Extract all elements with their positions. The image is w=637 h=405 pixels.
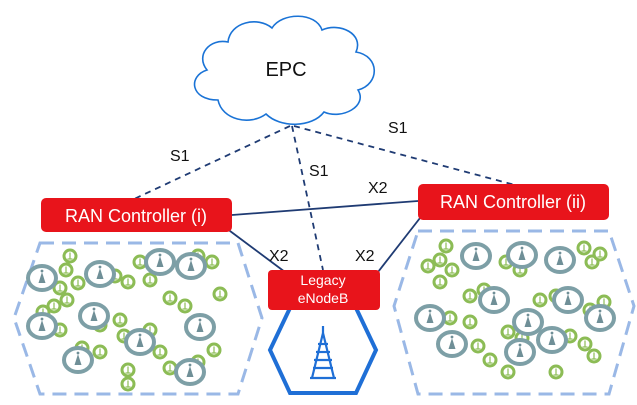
ran-cluster-left (12, 241, 264, 396)
legacy-enodeb-cell (267, 306, 379, 395)
x2-label-top: X2 (368, 180, 388, 197)
epc-label: EPC (265, 59, 306, 81)
x2-label-left: X2 (269, 248, 289, 265)
x2-link-left (225, 227, 286, 273)
s1-label-center: S1 (309, 163, 329, 180)
s1-label-right: S1 (388, 120, 408, 137)
cluster-boundary-left (12, 241, 264, 396)
s1-label-left: S1 (170, 148, 190, 165)
x2-link-right (377, 217, 421, 273)
x2-link-top (231, 200, 419, 216)
epc-cloud: EPC (193, 15, 375, 125)
x2-label-right: X2 (355, 248, 375, 265)
ran-controller-left-label: RAN Controller (i) (65, 206, 207, 226)
cloud-icon (193, 15, 375, 125)
cluster-boundary-right (392, 229, 636, 396)
ran-cluster-right (392, 229, 636, 396)
ran-controller-right[interactable]: RAN Controller (ii) (418, 184, 609, 220)
legacy-enodeb[interactable]: Legacy eNodeB (268, 270, 380, 310)
ran-controller-left[interactable]: RAN Controller (i) (41, 198, 232, 232)
s1-link-right (293, 125, 516, 186)
links (131, 125, 516, 273)
legacy-cell-boundary (267, 306, 379, 395)
legacy-label-line1: Legacy (300, 272, 345, 288)
s1-link-center (291, 125, 324, 271)
antenna-tower-icon (310, 326, 336, 380)
ran-controller-right-label: RAN Controller (ii) (440, 192, 586, 212)
s1-link-left (131, 125, 291, 201)
legacy-label-line2: eNodeB (298, 290, 349, 306)
